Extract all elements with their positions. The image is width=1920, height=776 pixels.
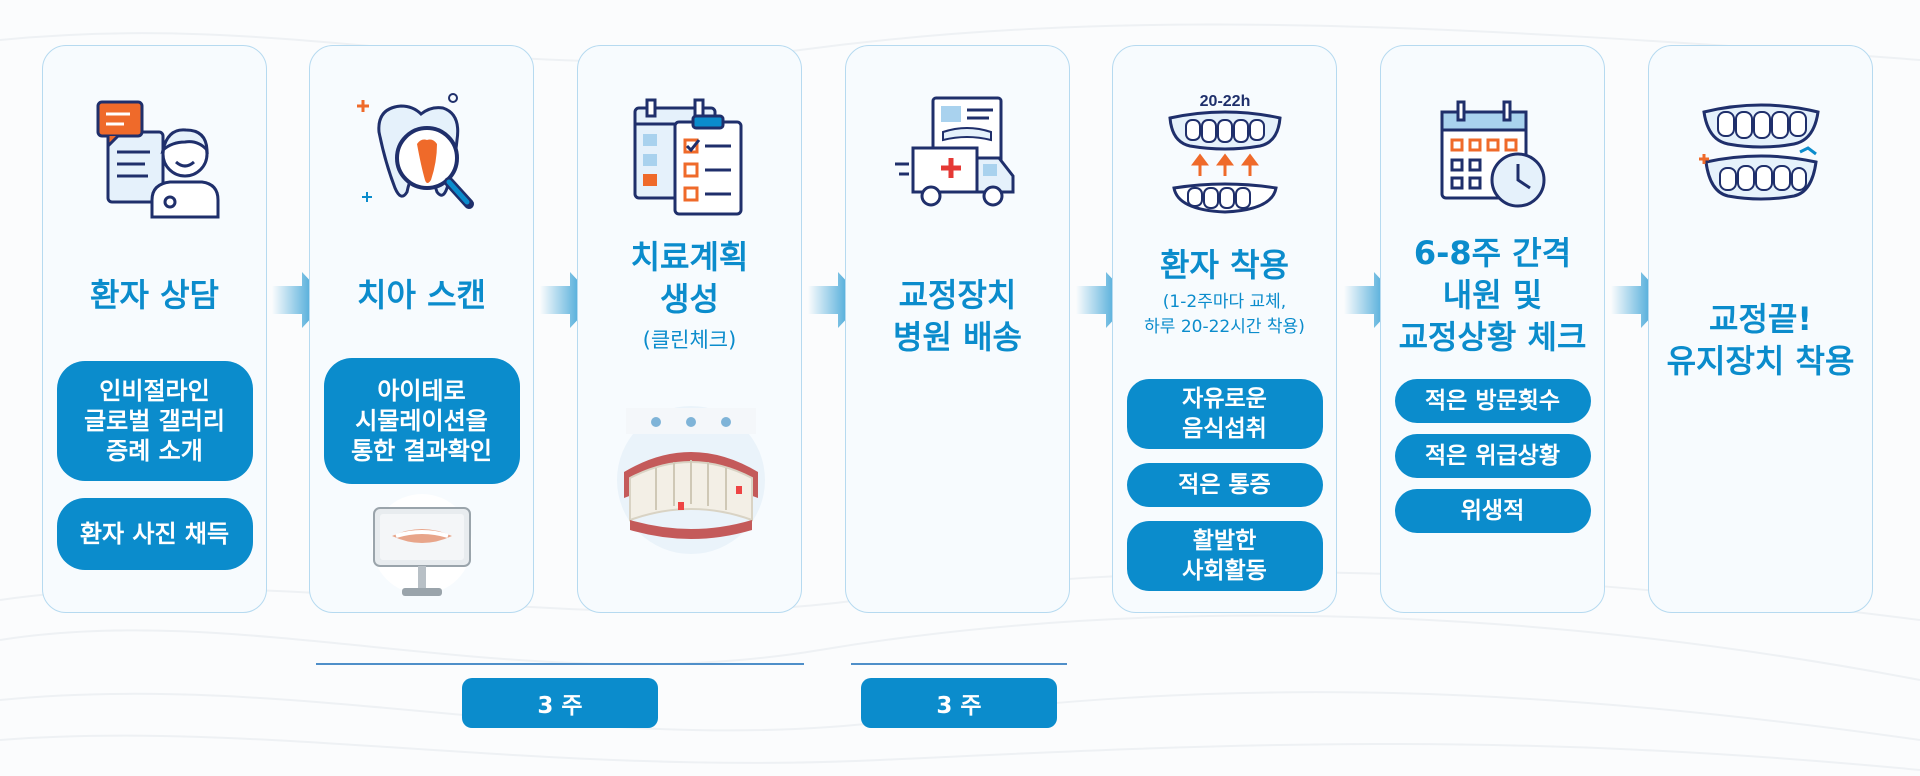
step-subtitle: (클린체크)	[642, 328, 737, 352]
timeline-line	[851, 663, 1067, 665]
itero-scanner-image	[372, 494, 472, 596]
benefit-pill: 위생적	[1394, 489, 1591, 533]
retainer-teeth-icon	[1698, 103, 1820, 201]
doctor-consult-icon	[96, 100, 219, 219]
benefit-pill: 적은 방문횟수	[1394, 379, 1591, 423]
step-card-wearing: 20-22h 환자 착용 (1-2주마다 교체, 하루 20-22시간 착용) …	[1112, 45, 1337, 613]
info-pill: 인비절라인 글로벌 갤러리 증례 소개	[56, 361, 253, 481]
calendar-clock-icon	[1440, 100, 1545, 208]
step-card-scan: 치아 스캔 아이테로 시물레이션을 통한 결과확인	[309, 45, 534, 613]
wear-hours-label: 20-22h	[1199, 93, 1250, 110]
treatment-plan-icon	[633, 98, 742, 216]
step-title: 치아 스캔	[357, 276, 486, 314]
benefit-pill: 적은 통증	[1126, 463, 1323, 507]
duration-badge: 3 주	[462, 678, 658, 728]
step-title: 치료계획 생성	[630, 238, 749, 318]
delivery-truck-icon	[894, 96, 1014, 207]
timeline-line	[316, 663, 804, 665]
step-title: 6-8주 간격 내원 및 교정상황 체크	[1398, 234, 1587, 356]
step-card-delivery: 교정장치 병원 배송	[845, 45, 1070, 613]
duration-badge: 3 주	[861, 678, 1057, 728]
step-title: 환자 상담	[90, 276, 219, 314]
step-card-consultation: 환자 상담 인비절라인 글로벌 갤러리 증례 소개 환자 사진 채득	[42, 45, 267, 613]
info-pill: 환자 사진 채득	[56, 498, 253, 570]
step-card-checkup: 6-8주 간격 내원 및 교정상황 체크 적은 방문횟수 적은 위급상황 위생적	[1380, 45, 1605, 613]
benefit-pill: 적은 위급상황	[1394, 434, 1591, 478]
tooth-scan-icon	[356, 93, 474, 209]
step-title: 교정끝! 유지장치 착용	[1666, 300, 1855, 380]
step-subtitle: (1-2주마다 교체, 하루 20-22시간 착용)	[1144, 292, 1305, 337]
info-pill: 아이테로 시물레이션을 통한 결과확인	[323, 358, 520, 484]
clincheck-teeth-image	[617, 406, 765, 554]
step-title: 교정장치 병원 배송	[893, 276, 1022, 356]
step-title: 환자 착용	[1160, 246, 1289, 284]
step-card-treatment-plan: 치료계획 생성 (클린체크)	[577, 45, 802, 613]
benefit-pill: 자유로운 음식섭취	[1126, 379, 1323, 449]
benefit-pill: 활발한 사회활동	[1126, 521, 1323, 591]
aligner-wear-icon: 20-22h	[1167, 93, 1282, 214]
step-card-retainer: 교정끝! 유지장치 착용	[1648, 45, 1873, 613]
